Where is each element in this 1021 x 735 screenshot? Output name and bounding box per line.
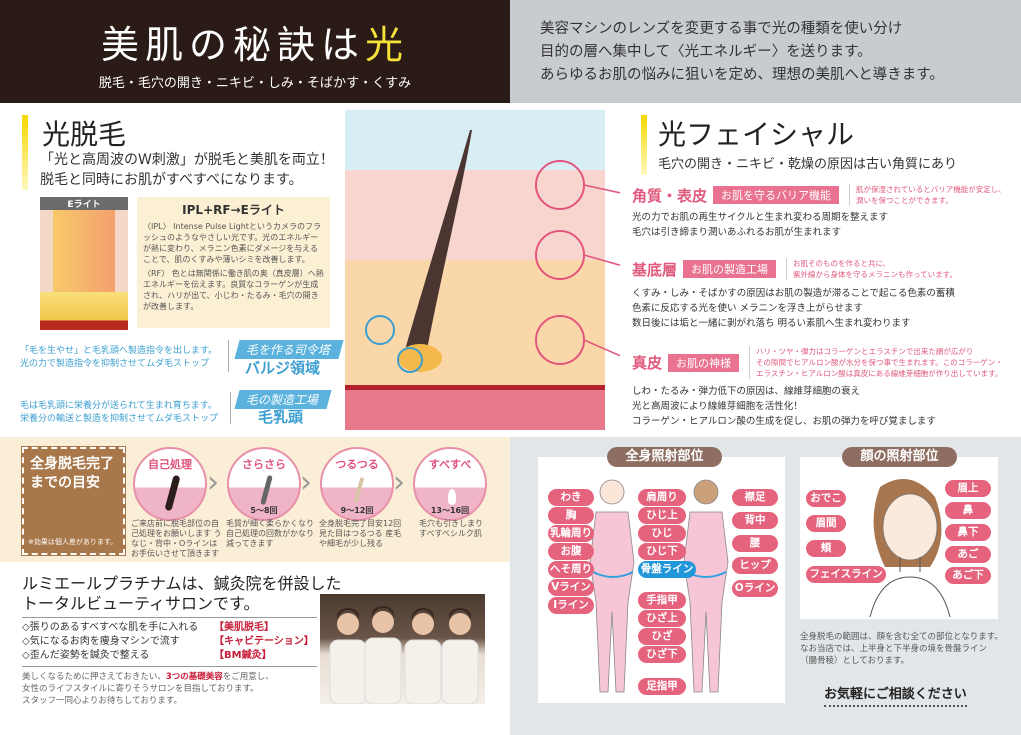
salon-heading: ルミエールプラチナムは、鍼灸院を併設したトータルビューティサロンです。 (22, 574, 342, 613)
staff-photo (320, 594, 485, 705)
facial-lead: 毛穴の開き・ニキビ・乾燥の原因は古い角質にあり (658, 157, 958, 172)
layer-basal: 基底層 お肌の製造工場 お肌そのものを作ると共に、紫外線から身体を守るメラニンも… (632, 258, 957, 329)
main-title: 美肌の秘訣は光 (100, 23, 410, 67)
area-label: 胸 (548, 507, 594, 524)
body-figures (589, 479, 729, 693)
step-caption: 毛質が細く柔らかくなり自己処理の回数がかなり減ってきます (226, 519, 314, 548)
step-circle: 自己処理 (133, 447, 207, 521)
area-label: おでこ (806, 490, 846, 507)
coverage-note: 全身脱毛の範囲は、顔を含む全ての部位となります。なお当店では、上半身と下半身の境… (800, 632, 1003, 666)
area-label: 頬 (806, 540, 846, 557)
area-label: Vライン (548, 579, 594, 596)
hair-shaft (405, 130, 472, 360)
area-label: お腹 (548, 543, 594, 560)
timeline-title-box: 全身脱毛完了までの目安 ※効果は個人差があります。 (21, 446, 126, 556)
chevron-right-icon: › (207, 465, 219, 500)
step-caption: 毛穴も引きしまり すべすべシルク肌 (419, 519, 483, 538)
chevron-right-icon: › (393, 465, 405, 500)
consultation-cta[interactable]: お気軽にご相談ください (824, 683, 967, 707)
area-label: 手指甲 (638, 592, 686, 609)
chevron-right-icon: › (300, 465, 312, 500)
area-label: 襟足 (732, 489, 778, 506)
layer-dermis: 真皮 お肌の神様 ハリ・ツヤ・弾力はコラーゲンとエラスチンで出来た網が広がりその… (632, 346, 1003, 427)
main-subtitle: 脱毛・毛穴の開き・ニキビ・しみ・そばかす・くすみ (98, 76, 412, 91)
bulge-text: 「毛を生やせ」と毛乳頭へ製造指令を出します。光の力で製造指令を抑制させてムダ毛ス… (20, 346, 218, 369)
header-banner: 美肌の秘訣は光 脱毛・毛穴の開き・ニキビ・しみ・そばかす・くすみ (0, 0, 510, 103)
elight-illustration: Eライト (40, 197, 128, 330)
body-map-title: 全身照射部位 (607, 447, 722, 467)
service-list: ◇張りのあるすべすべな肌を手に入れる【美肌脱毛】 ◇気になるお肉を痩身マシンで流… (22, 622, 314, 661)
area-label: わき (548, 489, 594, 506)
salon-paragraph: 美しくなるために押さえておきたい、3つの基礎美容をご用意し、 女性のライフスタイ… (22, 672, 274, 706)
area-label: ひざ下 (638, 646, 686, 663)
area-label: あご下 (945, 567, 991, 584)
facial-title: 光フェイシャル (658, 118, 855, 151)
area-label: 乳輪周り (548, 525, 594, 542)
ipl-rf-box: IPL+RF→Eライト 〈IPL〉 Intense Pulse Lightという… (137, 197, 330, 328)
papilla-text: 毛は毛乳頭に栄養分が送られて生まれ育ちます。栄養分の輸送と製造を抑制させてムダ毛… (20, 401, 219, 424)
hair-removal-title: 光脱毛 (42, 118, 127, 151)
area-label: 眉間 (806, 515, 846, 532)
papilla-name: 毛乳頭 (258, 408, 304, 426)
area-label: 腰 (732, 535, 778, 552)
area-label: 鼻 (945, 502, 991, 519)
area-label: ひざ (638, 628, 686, 645)
area-label: フェイスライン (806, 566, 886, 583)
step-caption: ご来店前に脱毛部位の自己処理をお願いします うなじ・背中・Oラインはお手伝いさせ… (131, 519, 222, 558)
area-label: 鼻下 (945, 524, 991, 541)
title-accent: 光 (365, 23, 410, 67)
area-label: ひざ上 (638, 610, 686, 627)
area-label: ひじ (638, 525, 686, 542)
area-label: 足指甲 (638, 678, 686, 695)
area-label: Iライン (548, 597, 594, 614)
area-label: あご (945, 546, 991, 563)
skin-cross-section (345, 110, 620, 430)
area-label: 骨盤ライン (638, 561, 696, 578)
intro-text: 美容マシンのレンズを変更する事で光の種類を使い分け目的の層へ集中して〈光エネルギ… (510, 0, 1021, 103)
area-label: Oライン (732, 580, 778, 597)
bulge-name: バルジ領域 (245, 359, 321, 377)
bulge-circle-icon (365, 315, 395, 345)
area-label: 背中 (732, 512, 778, 529)
area-label: ヒップ (732, 557, 778, 574)
area-label: 眉上 (945, 480, 991, 497)
step-caption: 全身脱毛完了目安12回 見た目はつるつる 産毛や細毛が少し残る (319, 519, 402, 548)
face-map-title: 顔の照射部位 (842, 447, 957, 467)
accent-bar (22, 115, 28, 190)
accent-bar (641, 115, 647, 175)
area-label: 肩周り (638, 489, 686, 506)
area-label: ひじ下 (638, 543, 686, 560)
hair-removal-lead: 「光と高周波のW刺激」が脱毛と美肌を両立！脱毛と同時にお肌がすべすべになります。 (40, 152, 334, 188)
face-figure (869, 479, 951, 618)
layer-epidermis: 角質・表皮 お肌を守るバリア機能 肌が保湿されているとバリア機能が安定し、潤いを… (632, 184, 1006, 238)
papilla-circle-icon (397, 347, 423, 373)
area-label: へそ周り (548, 561, 594, 578)
area-label: ひじ上 (638, 507, 686, 524)
